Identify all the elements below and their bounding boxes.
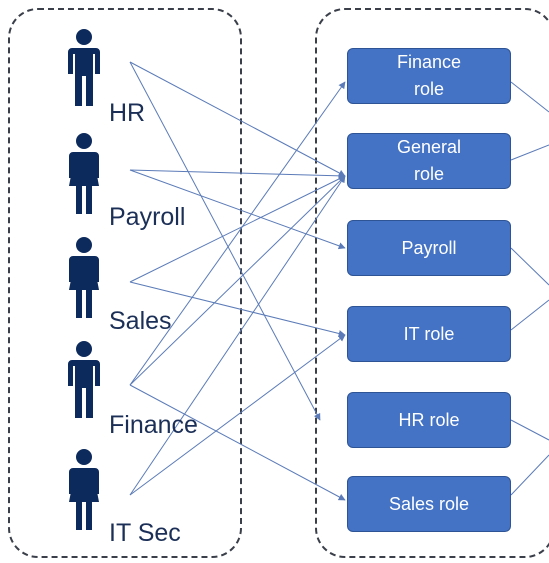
exit-connector [510, 81, 549, 113]
exit-connector [510, 144, 549, 161]
person-label: HR [109, 99, 146, 127]
person-payroll: Payroll [64, 132, 244, 232]
connector-arrow [129, 281, 346, 337]
role-finance: Finance role [347, 48, 511, 104]
connector-arrow [129, 81, 346, 386]
role-general: General role [347, 133, 511, 189]
connector-arrow [129, 175, 346, 496]
connector-arrow [129, 175, 346, 283]
role-it: IT role [347, 306, 511, 362]
exit-connector [510, 247, 549, 286]
person-label: Sales [109, 307, 172, 335]
person-label: Payroll [109, 203, 186, 231]
people-group-box [8, 8, 242, 558]
exit-connector [510, 419, 549, 441]
connector-arrow [129, 175, 346, 386]
person-label: Finance [109, 411, 198, 439]
connector-arrow [129, 384, 346, 501]
person-sales: Sales [64, 236, 244, 336]
connector-arrow [129, 61, 321, 421]
person-label: IT Sec [109, 519, 181, 547]
role-sales: Sales role [347, 476, 511, 532]
person-hr: HR [64, 28, 244, 128]
person-female-icon [69, 133, 99, 214]
person-finance: Finance [64, 340, 244, 440]
exit-connector [510, 299, 549, 331]
person-male-icon [68, 341, 100, 418]
person-itsec: IT Sec [64, 448, 244, 548]
connector-arrow [129, 334, 346, 496]
role-payroll: Payroll [347, 220, 511, 276]
exit-connector [510, 454, 549, 496]
connector-arrow [129, 169, 346, 180]
connector-arrow [129, 169, 346, 250]
person-female-icon [69, 449, 99, 530]
roles-group-box [315, 8, 549, 558]
connector-arrow [129, 61, 346, 177]
person-female-icon [69, 237, 99, 318]
person-male-icon [68, 29, 100, 106]
role-hr: HR role [347, 392, 511, 448]
